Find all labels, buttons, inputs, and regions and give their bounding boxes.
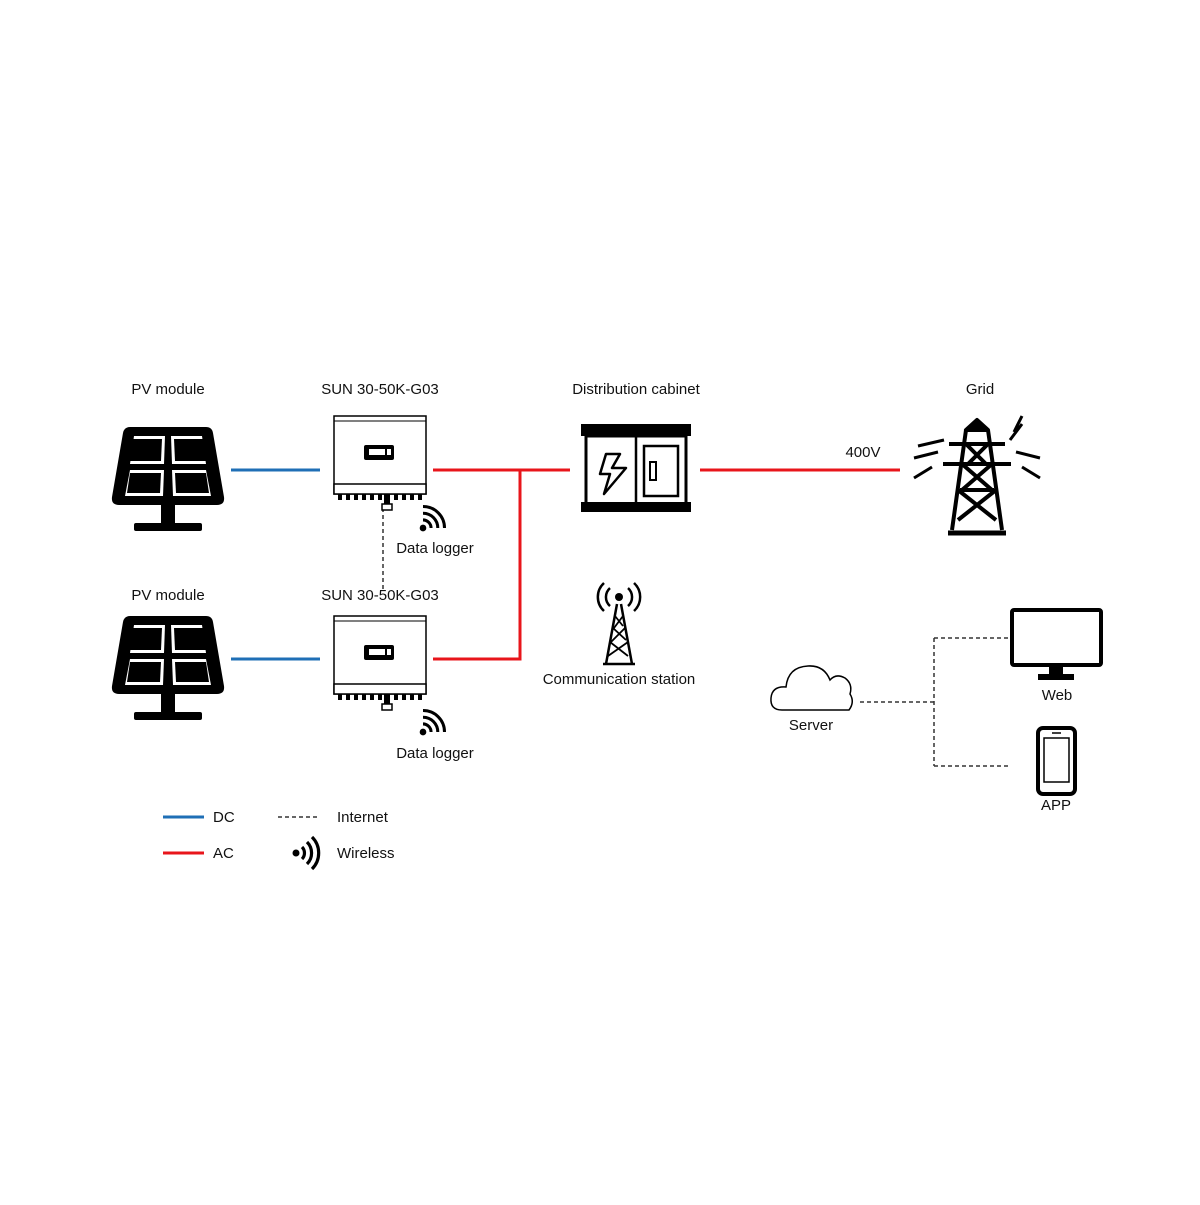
- pv-module-bottom: PV module: [111, 587, 225, 720]
- data-logger-bottom-label: Data logger: [396, 745, 474, 762]
- communication-station-label: Communication station: [543, 671, 696, 688]
- communication-station: Communication station: [543, 582, 696, 688]
- legend-ac-label: AC: [213, 845, 234, 862]
- pv-module-top: PV module: [111, 381, 225, 531]
- legend-dc-label: DC: [213, 809, 235, 826]
- wires: [231, 468, 1008, 767]
- pv-module-top-label: PV module: [131, 381, 204, 398]
- distribution-cabinet-icon: [581, 424, 691, 512]
- ac-line-bottom: [433, 470, 522, 661]
- pv-module-bottom-label: PV module: [131, 587, 204, 604]
- solar-panel-icon: [111, 427, 225, 531]
- server-label: Server: [789, 717, 833, 734]
- data-logger-top-label: Data logger: [396, 540, 474, 557]
- inverter-bottom-label: SUN 30-50K-G03: [321, 587, 439, 604]
- radio-tower-icon: [596, 582, 642, 666]
- monitor-icon: [1010, 608, 1103, 680]
- grid-voltage: 400V: [845, 444, 880, 461]
- solar-panel-icon: [111, 616, 225, 720]
- wireless-icon: [290, 835, 321, 871]
- grid: Grid 400V: [845, 381, 1041, 536]
- distribution-cabinet: Distribution cabinet: [572, 381, 701, 512]
- inverter-top-label: SUN 30-50K-G03: [321, 381, 439, 398]
- inverter-icon: [333, 615, 427, 711]
- app-client: APP: [1036, 726, 1077, 814]
- legend: DC AC Internet Wireless: [163, 809, 395, 871]
- data-logger-top: Data logger: [396, 500, 474, 557]
- web-client: Web: [1010, 608, 1103, 704]
- inverter-top: SUN 30-50K-G03: [321, 381, 439, 511]
- legend-wireless-label: Wireless: [337, 845, 395, 862]
- server: Server: [770, 665, 853, 734]
- legend-internet-label: Internet: [337, 809, 389, 826]
- inverter-bottom: SUN 30-50K-G03: [321, 587, 439, 711]
- smartphone-icon: [1036, 726, 1077, 796]
- web-label: Web: [1042, 687, 1073, 704]
- grid-label: Grid: [966, 381, 994, 398]
- data-logger-bottom: Data logger: [396, 704, 474, 762]
- inverter-icon: [333, 415, 427, 511]
- wireless-icon: [408, 704, 451, 747]
- transmission-tower-icon: [913, 415, 1041, 536]
- distribution-cabinet-label: Distribution cabinet: [572, 381, 700, 398]
- cloud-icon: [770, 665, 853, 711]
- app-label: APP: [1041, 797, 1071, 814]
- wireless-icon: [408, 500, 451, 543]
